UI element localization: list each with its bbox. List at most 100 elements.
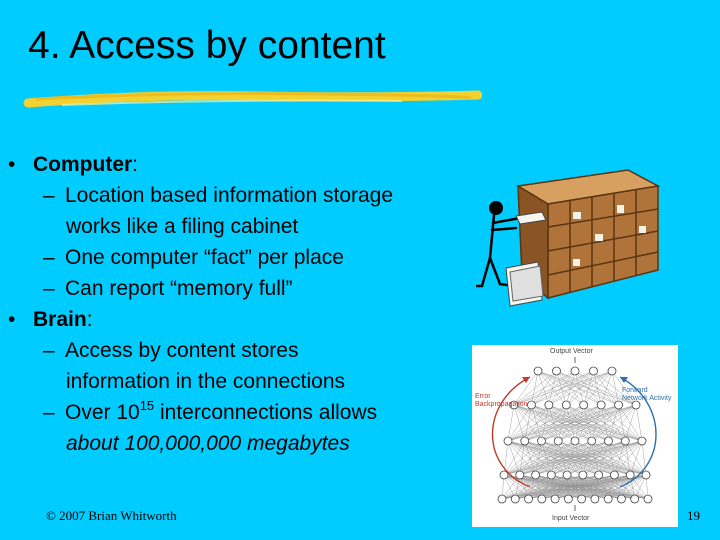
network-connection	[574, 440, 631, 476]
network-connection	[528, 474, 647, 500]
network-connection	[621, 474, 647, 500]
network-connection	[600, 404, 626, 442]
network-connection	[635, 404, 643, 442]
network-connection	[548, 404, 576, 442]
network-connection	[507, 404, 602, 442]
subitem-text-before: Over 10	[65, 401, 140, 424]
network-connection	[524, 440, 536, 476]
network-connection	[551, 440, 643, 476]
forward-activity-label: Forward Network Activity	[622, 387, 671, 403]
bullet-marker: •	[8, 153, 16, 176]
network-connection	[541, 440, 599, 476]
network-node	[553, 436, 563, 446]
network-node	[497, 494, 507, 504]
network-connection	[531, 404, 592, 442]
network-connection	[608, 474, 647, 500]
network-node	[587, 436, 597, 446]
bullet-colon: :	[86, 308, 93, 331]
network-connection	[556, 370, 602, 406]
network-node	[614, 400, 623, 410]
network-connection	[574, 440, 647, 476]
network-node	[630, 494, 640, 504]
network-connection	[507, 440, 599, 476]
subitem-text: Can report “memory full”	[65, 277, 293, 300]
network-connection	[537, 370, 584, 406]
network-connection	[513, 370, 594, 406]
network-node	[527, 400, 536, 410]
network-connection	[524, 440, 552, 476]
network-connection	[501, 474, 615, 500]
network-connection	[548, 370, 613, 406]
network-connection	[503, 440, 609, 476]
network-connection	[600, 404, 609, 442]
network-connection	[513, 404, 542, 442]
network-connection	[568, 474, 615, 500]
network-connection	[519, 440, 542, 476]
subitem-text: Access by content stores	[65, 339, 299, 362]
network-connection	[591, 404, 637, 442]
network-connection	[583, 404, 626, 442]
network-connection	[524, 440, 599, 476]
network-connection	[566, 440, 592, 476]
network-connection	[558, 404, 567, 442]
network-node	[604, 436, 613, 446]
network-connection	[566, 440, 576, 476]
network-connection	[558, 440, 615, 476]
network-node	[577, 494, 587, 504]
neural-network-diagram: Output Vector Input Vector Error Backpro…	[472, 345, 678, 527]
network-connection	[531, 370, 576, 406]
network-node	[596, 400, 606, 410]
bullet-marker: •	[8, 308, 16, 331]
dash-marker: –	[43, 184, 55, 207]
network-connection	[519, 474, 556, 500]
network-connection	[507, 404, 637, 442]
page-number: 19	[687, 508, 700, 523]
network-node	[641, 470, 651, 480]
network-connection	[541, 440, 647, 476]
network-connection	[625, 404, 637, 442]
network-node	[552, 366, 561, 376]
network-connection	[548, 404, 626, 442]
subitem-memory-full: –Can report “memory full”	[43, 274, 293, 304]
network-connection	[515, 474, 647, 500]
network-connection	[531, 370, 557, 406]
network-connection	[608, 440, 631, 476]
network-connection	[598, 440, 609, 476]
network-connection	[556, 370, 584, 406]
network-connection	[507, 404, 567, 442]
network-connection	[524, 440, 583, 476]
dash-marker: –	[43, 246, 55, 269]
network-connection	[501, 474, 631, 500]
network-connection	[501, 474, 568, 500]
bullet-term-computer: Computer	[33, 153, 133, 176]
network-connection	[558, 404, 637, 442]
network-connection	[583, 404, 592, 442]
network-node	[546, 470, 556, 480]
network-connection	[548, 370, 557, 406]
subitem-interconnections: –Over 1015 interconnections allows	[43, 398, 377, 428]
subitem-access-by-content: –Access by content stores	[43, 336, 298, 366]
network-node	[537, 436, 546, 446]
network-connection	[591, 440, 631, 476]
network-node	[643, 494, 653, 504]
network-node	[499, 470, 509, 480]
network-connection	[630, 440, 643, 476]
network-connection	[537, 370, 550, 406]
network-connection	[614, 440, 626, 476]
footer-copyright: © 2007 Brian Whitworth	[46, 508, 177, 523]
network-node	[544, 400, 554, 410]
network-connection	[513, 404, 525, 442]
network-connection	[568, 474, 631, 500]
network-connection	[591, 440, 599, 476]
network-connection	[558, 440, 584, 476]
network-connection	[574, 370, 637, 406]
network-connection	[641, 440, 647, 476]
network-connection	[608, 440, 615, 476]
network-connection	[593, 370, 637, 406]
network-connection	[566, 370, 613, 406]
network-connection	[593, 370, 619, 406]
network-connection	[537, 370, 619, 406]
network-connection	[614, 440, 643, 476]
subitem-one-fact: –One computer “fact” per place	[43, 243, 344, 273]
dash-marker: –	[43, 277, 55, 300]
